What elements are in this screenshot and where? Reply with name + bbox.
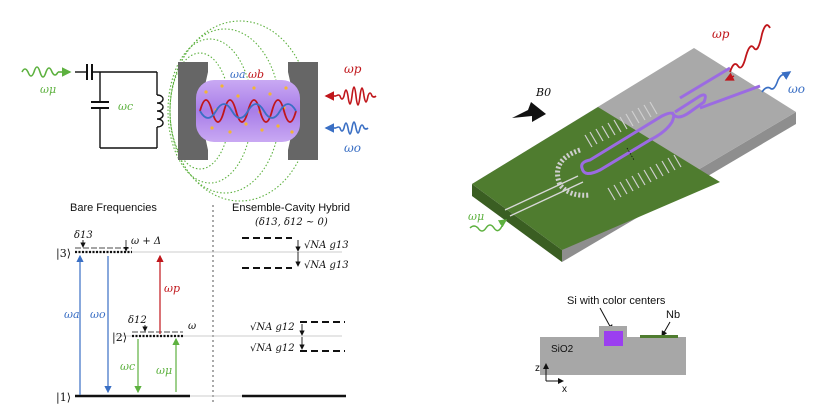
circuit-schematic: ωμ ωc <box>21 20 377 202</box>
omega-a-level-label: ωa <box>64 308 80 321</box>
cross-section-diagram: Si with color centers Nb SiO2 z x <box>535 295 686 395</box>
chip-microwave-wave <box>469 224 503 232</box>
photonic-bus-waveguide <box>670 93 707 119</box>
output-wavepacket <box>335 121 369 135</box>
level-1-label: |1⟩ <box>56 391 71 405</box>
splitting-g13-upper: √NA g13 <box>304 240 349 251</box>
chip-side-front <box>472 184 562 262</box>
nb-strip <box>640 335 678 338</box>
color-center-region <box>604 331 623 346</box>
delta12-label: δ12 <box>128 315 147 326</box>
axis-z-label: z <box>535 363 540 374</box>
omega-mu-level-label: ωμ <box>156 364 172 377</box>
omega-mu-chip-label: ωμ <box>468 210 484 223</box>
nb-label: Nb <box>666 309 680 321</box>
inductor-coil <box>156 94 164 128</box>
bare-frequencies-title: Bare Frequencies <box>70 202 157 214</box>
splitting-g12-lower: √NA g12 <box>250 343 295 354</box>
hybrid-subtitle: (δ13, δ12 ~ 0) <box>255 217 328 228</box>
energy-level-diagram: Bare Frequencies Ensemble-Cavity Hybrid … <box>56 202 350 405</box>
omega-o-chip-label: ωo <box>788 82 805 96</box>
microwave-wavepacket <box>21 66 59 78</box>
optical-mode-blue <box>199 103 297 119</box>
omega-p-chip-label: ωp <box>712 27 730 41</box>
delta13-label: δ13 <box>74 230 93 241</box>
level-2-label: |2⟩ <box>112 331 127 345</box>
resonator-fingers <box>555 101 682 201</box>
device-chip-render: B0 ωp ωo ωμ <box>468 24 805 262</box>
axis-x-label: x <box>562 384 567 395</box>
splitting-g13-lower: √NA g13 <box>304 260 349 271</box>
omega-b-label: ωb <box>248 68 264 81</box>
omega-p-label-circuit: ωp <box>344 62 362 76</box>
omega-mu-input-label: ωμ <box>40 83 56 96</box>
hybrid-title: Ensemble-Cavity Hybrid <box>232 202 350 214</box>
chip-top-nb <box>472 107 720 250</box>
pump-wavepacket <box>335 86 377 106</box>
omega-c-label: ωc <box>118 100 133 113</box>
chip-pump-wave <box>729 24 771 73</box>
omega-p-level-label: ωp <box>164 282 180 295</box>
b0-label: B0 <box>535 86 551 99</box>
omega-o-label-circuit: ωo <box>344 141 361 155</box>
level-3-label: |3⟩ <box>56 247 71 261</box>
sio2-label: SiO2 <box>551 344 574 355</box>
omega-o-level-label: ωo <box>90 308 106 321</box>
b0-arrow <box>512 102 546 122</box>
omega-level2-label: ω <box>188 321 196 332</box>
si-color-centers-label: Si with color centers <box>567 295 666 307</box>
omega-c-level-label: ωc <box>120 360 135 373</box>
microwave-feedline <box>504 175 579 211</box>
omega-plus-delta-label: ω + Δ <box>131 236 161 247</box>
splitting-g12-upper: √NA g12 <box>250 322 295 333</box>
omega-a-label: ωa <box>230 68 246 81</box>
chip-output-wave <box>761 73 787 93</box>
